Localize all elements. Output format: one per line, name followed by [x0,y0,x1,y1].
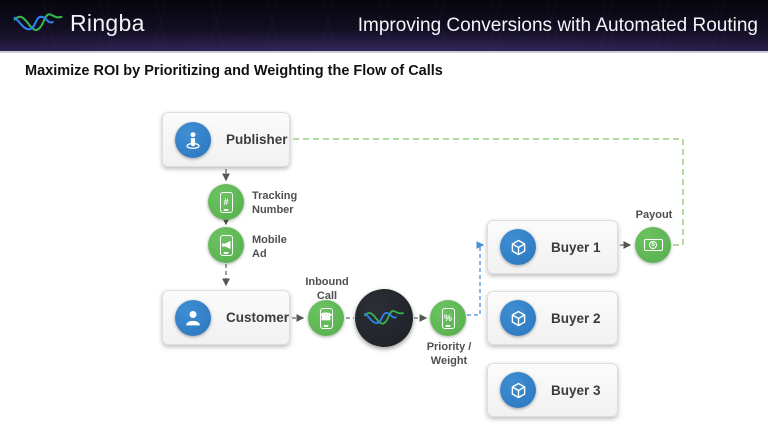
publisher-person-icon [186,131,200,149]
inbound-call-label: Inbound Call [305,276,349,302]
publisher-label: Publisher [226,132,288,147]
customer-label: Customer [226,310,290,325]
buyer1-label: Buyer 1 [551,239,601,255]
ringba-wave-icon [364,310,404,325]
brand: Ringba [12,6,145,40]
mobile-ad-node [208,227,244,263]
tracking-number-node: # [208,184,244,220]
publisher-node: Publisher [162,112,290,167]
buyer2-badge [500,300,536,336]
cube-icon [511,239,525,255]
slide-title: Improving Conversions with Automated Rou… [357,14,758,36]
priority-weight-label: Priority / Weight [426,341,472,367]
cube-icon [511,382,525,398]
priority-phone-icon: % [441,307,455,329]
publisher-badge [175,121,211,158]
customer-badge [175,299,211,336]
ringba-core-node [355,289,413,347]
megaphone-icon [221,241,231,249]
buyer3-node: Buyer 3 [487,363,618,417]
inbound-call-node: ☎ [308,300,344,336]
customer-person-icon [186,310,200,325]
cube-icon [511,310,525,326]
ringba-wave-logo-icon [13,13,63,31]
header-bar: Ringba Improving Conversions with Automa… [0,0,768,53]
route-priority-to-buyer1 [467,241,485,316]
buyer3-badge [500,372,536,408]
tracking-number-label: Tracking Number [252,190,298,216]
tracking-phone-icon: # [219,191,233,213]
coin-icon: $ [649,241,657,249]
slide-subtitle: Maximize ROI by Prioritizing and Weighti… [25,63,443,79]
brand-name: Ringba [70,9,145,36]
payout-label: Payout [635,209,673,221]
customer-node: Customer [162,290,290,345]
buyer3-label: Buyer 3 [551,382,601,398]
priority-weight-node: % [430,300,466,336]
mobile-ad-label: Mobile Ad [252,234,287,260]
buyer2-label: Buyer 2 [551,310,601,326]
inbound-call-phone-icon: ☎ [319,307,333,329]
payout-node: $ [635,227,671,263]
buyer1-node: Buyer 1 [487,220,618,274]
buyer2-node: Buyer 2 [487,291,618,345]
buyer1-badge [500,229,536,265]
mobile-ad-phone-icon [219,234,233,256]
banknote-icon: $ [643,239,663,251]
